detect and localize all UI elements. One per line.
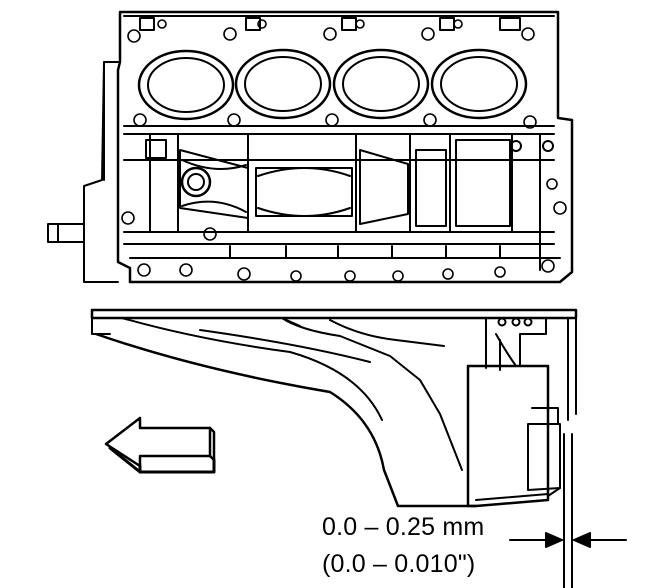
engine-block [47,10,574,284]
dimension-arrows-icon [509,433,627,588]
pan-rail-bolt-holes [121,178,567,282]
oil-pan [90,308,578,508]
direction-arrow-icon [104,416,216,474]
clearance-spec-metric: 0.0 – 0.25 mm [322,513,485,541]
clearance-spec-imperial: (0.0 – 0.010") [322,550,476,578]
